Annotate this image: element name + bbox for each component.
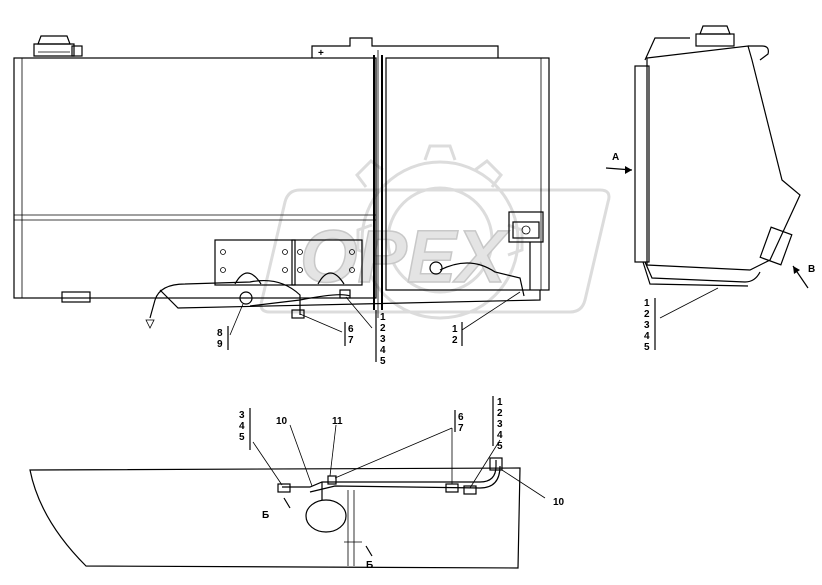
svg-text:7: 7 [348, 335, 354, 346]
view-b-bottom-label: Б [366, 560, 373, 571]
svg-text:2: 2 [452, 335, 458, 346]
svg-text:3: 3 [380, 334, 386, 345]
callout-3-5: 3 4 5 [239, 408, 251, 450]
svg-text:2: 2 [644, 309, 650, 320]
callout-6-7-top: 6 7 [344, 322, 354, 346]
svg-text:2: 2 [380, 323, 386, 334]
callout-1-5-bottom: 1 2 3 4 5 [492, 396, 503, 452]
side-view: А В [605, 25, 815, 319]
ring-terminal-right [429, 261, 443, 275]
svg-text:6: 6 [348, 324, 354, 335]
svg-text:4: 4 [497, 430, 503, 441]
fuel-level-sender [508, 211, 544, 290]
svg-text:4: 4 [239, 421, 245, 432]
side-bracket [759, 226, 793, 266]
callout-10-left: 10 [276, 416, 288, 427]
svg-text:3: 3 [497, 419, 503, 430]
top-bracket: + [311, 37, 499, 59]
svg-text:1: 1 [452, 324, 458, 335]
svg-text:3: 3 [239, 410, 245, 421]
main-tank-view: + [13, 35, 550, 336]
svg-text:6: 6 [458, 412, 464, 423]
bottom-fuel-line [282, 460, 497, 488]
drain-plug [61, 291, 91, 303]
svg-text:1: 1 [497, 397, 503, 408]
tank-body-left [13, 57, 377, 299]
svg-text:8: 8 [217, 328, 223, 339]
svg-text:2: 2 [497, 408, 503, 419]
callout-1-2: 1 2 [452, 322, 463, 346]
svg-text:1: 1 [380, 312, 386, 323]
svg-text:5: 5 [644, 342, 650, 353]
breather-pipe [644, 37, 769, 61]
plus-marker: + [318, 48, 324, 59]
tank-cradle [159, 289, 541, 309]
side-tank-tube [634, 65, 650, 263]
bottom-tank-outline [29, 467, 521, 569]
svg-text:1: 1 [644, 298, 650, 309]
float-disc [305, 499, 347, 533]
filler-cap [33, 35, 83, 57]
svg-text:4: 4 [644, 331, 650, 342]
svg-text:4: 4 [380, 345, 386, 356]
side-fuel-line [644, 261, 761, 283]
callout-11: 11 [332, 416, 343, 427]
watermark-frame [259, 188, 611, 314]
svg-text:7: 7 [458, 423, 464, 434]
callout-6-7-bottom: 6 7 [454, 410, 464, 434]
svg-text:9: 9 [217, 339, 223, 350]
watermark-gear-teeth [355, 144, 524, 257]
watermark-gear-inner [386, 186, 494, 294]
view-v-label: В [808, 264, 815, 275]
tank-body-right [385, 57, 550, 291]
side-tank-body [646, 45, 801, 271]
wiring-harness [145, 261, 525, 329]
view-a-label: А [612, 152, 619, 163]
view-b-label: Б [262, 510, 269, 521]
bottom-view: Б Б [29, 424, 546, 571]
side-filler-cap [695, 25, 735, 47]
ring-terminal-left [239, 291, 253, 305]
callout-1-5-side: 1 2 3 4 5 [644, 298, 656, 353]
callout-10-right: 10 [553, 497, 565, 508]
svg-text:5: 5 [497, 441, 503, 452]
support-brackets [214, 239, 363, 286]
callout-1-5-top: 1 2 3 4 5 [375, 310, 386, 367]
svg-text:5: 5 [380, 356, 386, 367]
svg-text:5: 5 [239, 432, 245, 443]
svg-text:3: 3 [644, 320, 650, 331]
callout-8-9: 8 9 [217, 326, 229, 350]
watermark: OPEX [259, 144, 611, 320]
leader-lines-top [229, 291, 521, 336]
